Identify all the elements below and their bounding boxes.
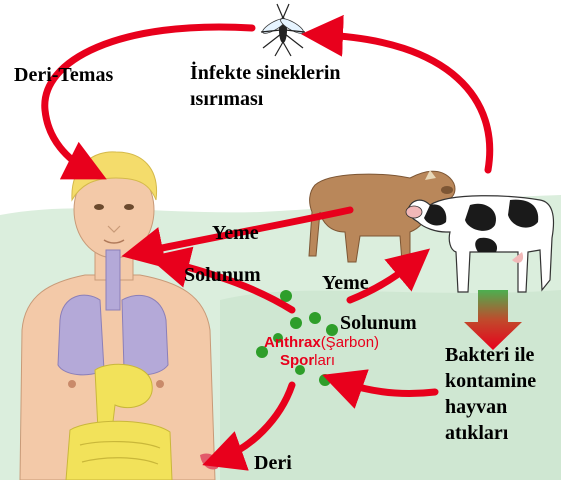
label-eating-animal: Yeme bbox=[322, 272, 369, 295]
label-anthrax-spores: Anthrax(Şarbon) bbox=[264, 334, 379, 352]
fly-icon bbox=[261, 4, 306, 56]
label-fly-bite-line1: İnfekte sineklerin bbox=[190, 62, 341, 85]
label-waste-line4: atıkları bbox=[445, 422, 508, 445]
label-lari: ları bbox=[314, 352, 335, 369]
label-skin-contact: Deri-Temas bbox=[14, 64, 113, 87]
label-waste-line3: hayvan bbox=[445, 396, 507, 419]
label-fly-bite-line2: ısırıması bbox=[190, 88, 263, 111]
human-figure bbox=[20, 152, 218, 480]
arrow-animal-to-fly bbox=[322, 35, 490, 170]
label-skin: Deri bbox=[254, 452, 292, 475]
label-spor: Spor bbox=[280, 352, 314, 369]
label-respiration-human: Solunum bbox=[184, 264, 261, 287]
label-sarbon: (Şarbon) bbox=[321, 334, 379, 351]
label-spores: Sporları bbox=[280, 352, 335, 370]
label-eating-human: Yeme bbox=[212, 222, 259, 245]
label-waste-line2: kontamine bbox=[445, 370, 536, 393]
label-waste-line1: Bakteri ile bbox=[445, 344, 534, 367]
label-respiration-animal: Solunum bbox=[340, 312, 417, 335]
label-anthrax: Anthrax bbox=[264, 334, 321, 351]
